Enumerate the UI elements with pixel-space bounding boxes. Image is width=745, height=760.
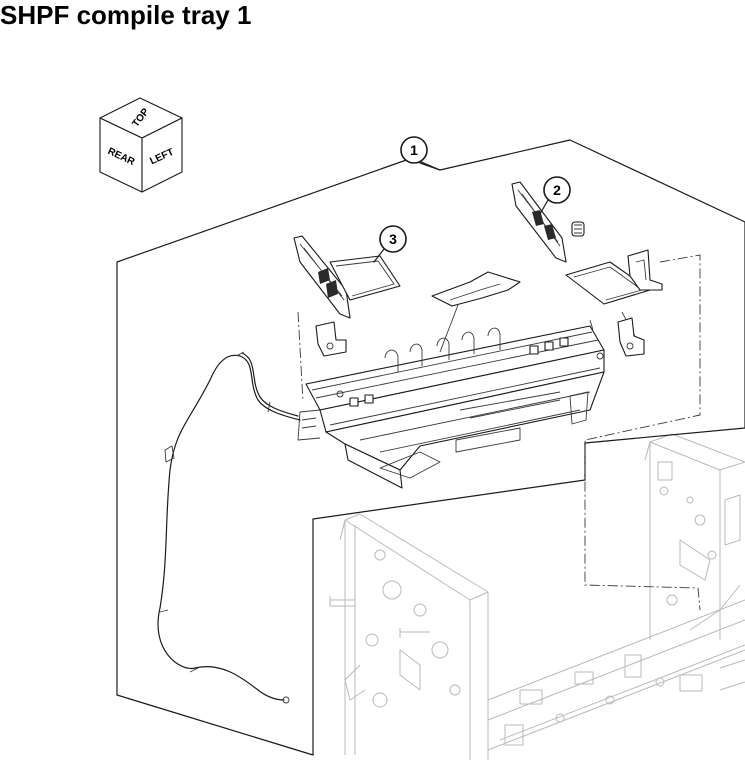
assembly-guide-line bbox=[584, 254, 701, 611]
orientation-cube: TOP REAR LEFT bbox=[99, 97, 183, 193]
right-flap-part bbox=[511, 181, 663, 305]
kit-boundary-outline bbox=[116, 139, 745, 756]
callout-3: 3 bbox=[373, 225, 407, 263]
callout-3-number: 3 bbox=[389, 231, 397, 247]
printer-frame-background bbox=[329, 433, 745, 760]
callout-1-number: 1 bbox=[410, 142, 418, 158]
small-bracket-left bbox=[315, 321, 347, 357]
callout-2: 2 bbox=[539, 176, 571, 215]
left-flap-part bbox=[293, 235, 401, 319]
cable-harness bbox=[157, 351, 301, 704]
small-bracket-right bbox=[617, 317, 645, 357]
page-title: SHPF compile tray 1 bbox=[0, 0, 252, 30]
center-guide-part bbox=[431, 271, 521, 353]
callout-2-number: 2 bbox=[553, 182, 561, 198]
compile-tray-body bbox=[297, 325, 605, 489]
callout-1: 1 bbox=[400, 136, 428, 164]
